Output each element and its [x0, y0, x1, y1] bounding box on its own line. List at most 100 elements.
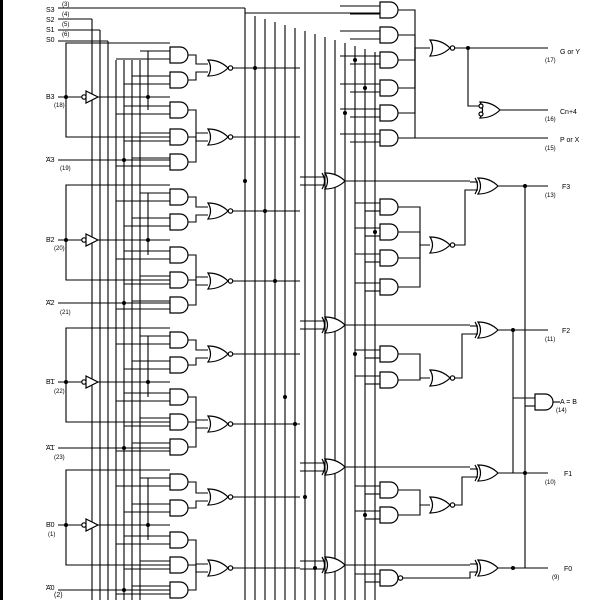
gate-body: [85, 90, 100, 104]
wire: [188, 54, 208, 65]
and-gate: [169, 413, 189, 431]
gate-body: [476, 177, 499, 195]
inverter: [81, 375, 100, 389]
inversion-bubble: [478, 103, 484, 109]
inversion-bubble: [449, 242, 456, 248]
and-gate: [169, 296, 189, 314]
junction-dot: [353, 352, 357, 356]
wire: [398, 244, 430, 288]
wire: [65, 469, 170, 525]
wire: [188, 564, 208, 573]
and-gate: [169, 271, 189, 289]
gate-body: [379, 1, 399, 19]
wire: [398, 47, 430, 139]
inversion-bubble: [227, 351, 234, 357]
gate-body: [206, 488, 229, 506]
junction-dot: [313, 566, 317, 570]
xor-gate: [474, 559, 499, 577]
and-gate: [169, 531, 189, 549]
gate-body: [169, 556, 189, 574]
gate-body: [85, 233, 100, 247]
and-gate: [169, 581, 189, 599]
input-pin-a3: (19): [60, 166, 71, 172]
wire: [188, 71, 208, 81]
inversion-bubble: [227, 421, 234, 427]
input-pin-a1: (23): [54, 455, 65, 461]
output-pin-g-or-y: (17): [545, 58, 556, 64]
junction-dot: [363, 513, 367, 517]
wire: [398, 353, 430, 379]
output-pin-f3: (13): [545, 193, 556, 199]
gate-body: [169, 413, 189, 431]
xor-arc: [474, 559, 479, 577]
output-pin-p-or-x: (15): [545, 146, 556, 152]
and-gate: [169, 331, 189, 349]
gate-body: [379, 223, 399, 241]
wire: [65, 184, 170, 240]
gate-body: [169, 438, 189, 456]
wire: [65, 97, 170, 138]
gate-body: [379, 104, 399, 122]
junction-dot: [373, 230, 377, 234]
nor-gate: [206, 59, 234, 77]
wire: [65, 525, 170, 566]
gate-body: [206, 59, 229, 77]
junction-dot: [283, 395, 287, 399]
output-pin-cn4: (16): [545, 117, 556, 123]
xor-arc: [321, 316, 326, 334]
nor-gate: [428, 39, 456, 57]
wire: [398, 377, 430, 381]
gate-body: [534, 393, 554, 411]
input-pin-s0: (6): [62, 32, 69, 38]
junction-dot: [122, 301, 126, 305]
and-gate: [169, 473, 189, 491]
input-label-s0: S0: [46, 37, 55, 44]
nor-gate: [206, 345, 234, 363]
wire: [398, 504, 430, 516]
gate-body: [169, 499, 189, 517]
inversion-bubble: [227, 134, 234, 140]
wire: [188, 500, 208, 509]
wire: [188, 254, 208, 278]
and-gate: [379, 79, 399, 97]
wire: [398, 47, 430, 89]
and-gate: [169, 128, 189, 146]
gate-body: [206, 345, 229, 363]
input-pin-a2: (21): [60, 310, 71, 316]
gate-body: [379, 371, 399, 389]
gate-body: [169, 246, 189, 264]
and-gate: [169, 556, 189, 574]
gate-body: [169, 101, 189, 119]
wire: [188, 279, 208, 286]
gate-body: [206, 128, 229, 146]
wire: [188, 214, 208, 223]
gate-body: [206, 202, 229, 220]
junction-dot: [353, 58, 357, 62]
inversion-bubble: [227, 494, 234, 500]
and-gate: [169, 153, 189, 171]
gate-body: [169, 296, 189, 314]
gate-body: [323, 316, 346, 334]
xor-gate: [321, 556, 346, 574]
wire: [398, 47, 430, 114]
gate-body: [169, 331, 189, 349]
wire: [188, 563, 208, 591]
nor-gate: [428, 369, 456, 387]
nor-gate: [206, 559, 234, 577]
gate-body: [206, 559, 229, 577]
and-gate: [169, 188, 189, 206]
inversion-bubble: [227, 208, 234, 214]
and-gate: [534, 393, 554, 411]
wire: [188, 481, 208, 494]
input-pin-a0: (2): [54, 592, 63, 599]
junction-dot: [363, 86, 367, 90]
and-gate: [169, 246, 189, 264]
junction-dot: [343, 111, 347, 115]
input-pin-b3: (18): [54, 103, 65, 109]
and-gate: [169, 438, 189, 456]
and-gate: [379, 104, 399, 122]
gate-body: [323, 458, 346, 476]
xor-arc: [474, 177, 479, 195]
gate-body: [169, 581, 189, 599]
wire: [467, 48, 480, 107]
